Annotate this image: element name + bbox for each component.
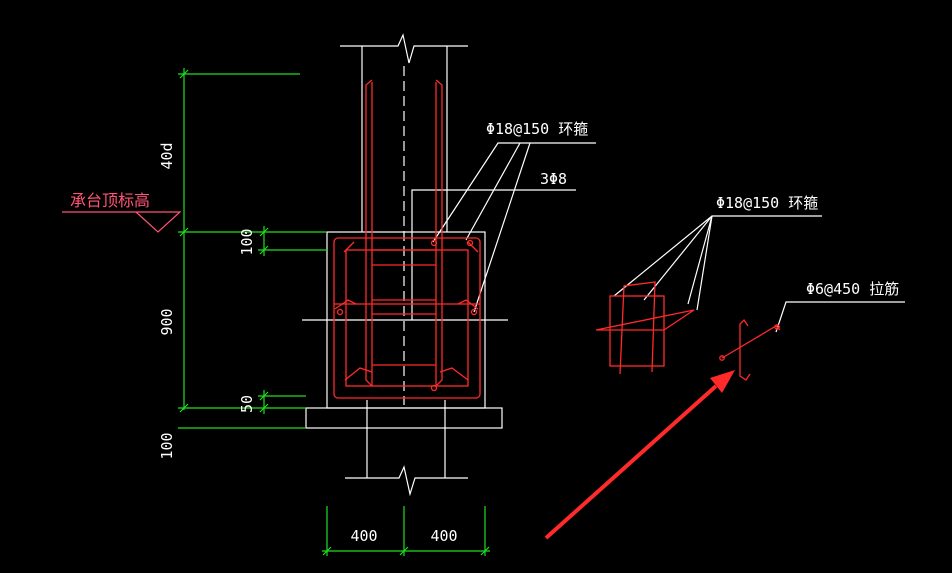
dimensions-vertical (178, 68, 328, 429)
pile-cap-outline (302, 231, 508, 429)
dim-50-label: 50 (238, 395, 256, 413)
elevation-symbol: 承台顶标高 (62, 191, 182, 233)
bars-main-label: 3Φ8 (540, 170, 567, 188)
hoop-main-label: Φ18@150 环箍 (486, 120, 588, 138)
hoop-detail-label: Φ18@150 环箍 (716, 194, 818, 212)
dim-100-bottom-label: 100 (158, 432, 176, 459)
dim-40d-label: 40d (158, 142, 176, 169)
dim-900-label: 900 (158, 308, 176, 335)
tie-detail (719, 318, 781, 381)
dimensions-horizontal (322, 506, 490, 556)
column-outline (340, 33, 468, 405)
annotation-arrow (544, 370, 735, 540)
leader-lines (411, 142, 905, 333)
dim-400-right-label: 400 (430, 527, 457, 545)
tie-detail-label: Φ6@450 拉筋 (806, 280, 899, 298)
pile-outline (345, 400, 468, 497)
elevation-label: 承台顶标高 (70, 191, 150, 210)
dim-400-left-label: 400 (350, 527, 377, 545)
hoop-detail (595, 281, 695, 375)
dim-100-top-label: 100 (238, 228, 256, 255)
main-rebar (333, 79, 481, 399)
